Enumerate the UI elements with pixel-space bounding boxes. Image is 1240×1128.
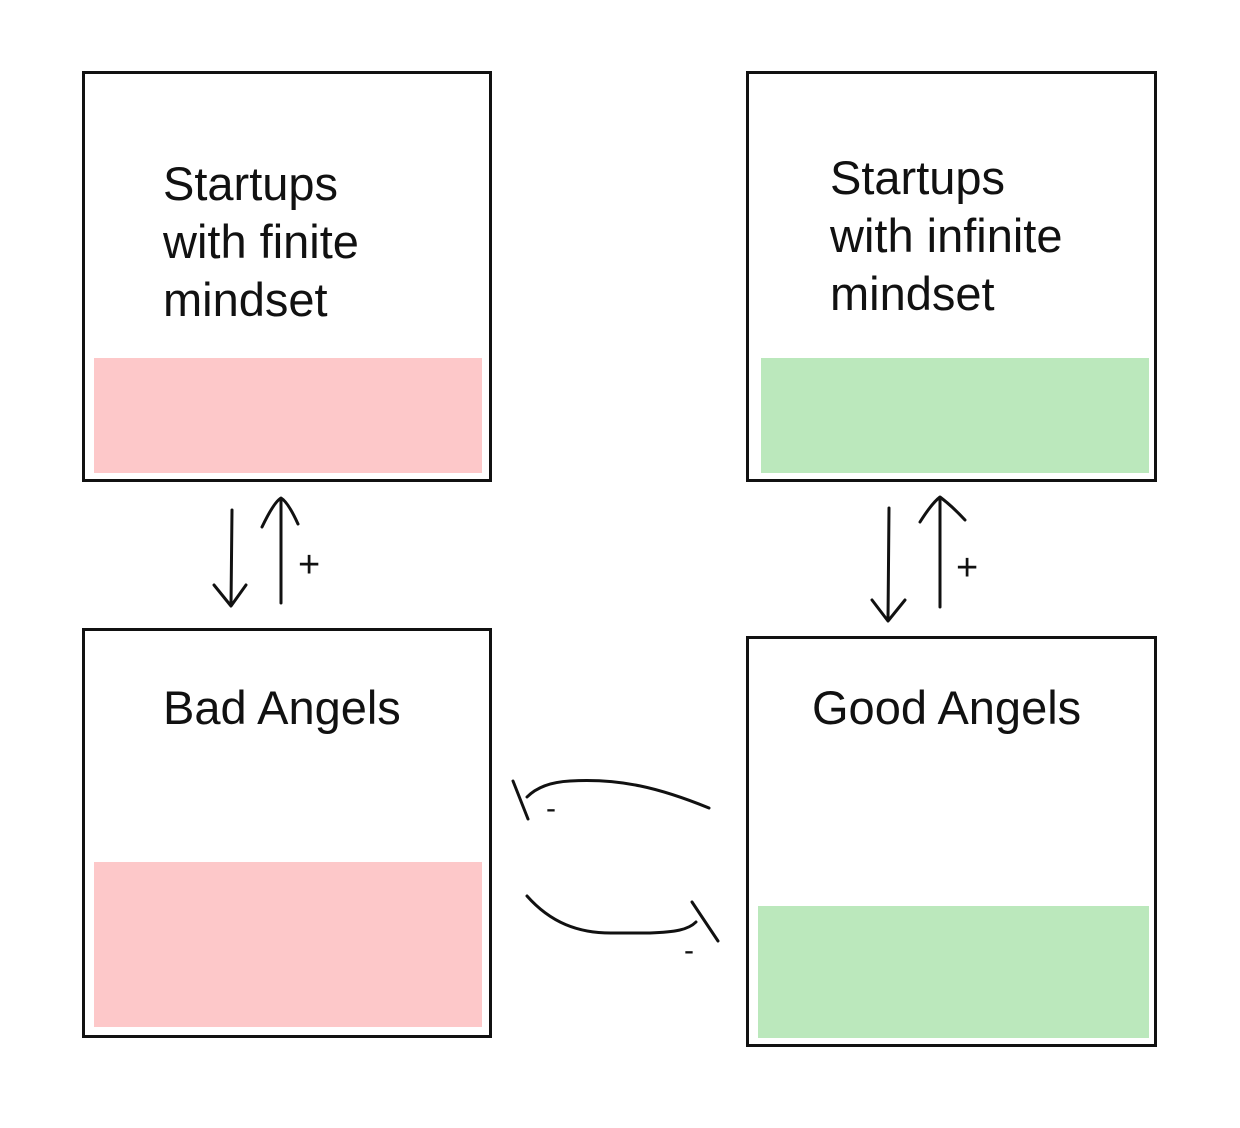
finite-mindset-startups-label: Startups with finite mindset (163, 157, 359, 326)
finite-mindset-startups-box: Startups with finite mindset (82, 71, 492, 482)
bad-angels-label: Bad Angels (163, 681, 401, 734)
bad-to-finite-arrow (260, 496, 300, 605)
infinite-mindset-startups-box: Startups with infinite mindset (746, 71, 1157, 482)
finite-to-bad-arrow (212, 508, 248, 608)
good-to-infinite-arrow (918, 495, 967, 609)
bad-angels-box: Bad Angels (82, 628, 492, 1038)
good-inhibits-bad-minus-sign: - (546, 792, 556, 825)
good-inhibits-bad-connector (511, 779, 711, 821)
good-angels-label: Good Angels (812, 681, 1082, 734)
bad-angels-fill (94, 862, 482, 1027)
infinite-mindset-startups-fill (761, 358, 1149, 473)
infinite-to-good-arrow (870, 506, 907, 623)
good-angels-fill (758, 906, 1149, 1038)
good-angels-box: Good Angels (746, 636, 1157, 1047)
infinite-mindset-startups-label: Startups with infinite mindset (830, 151, 1063, 320)
bad-inhibits-good-minus-sign: - (684, 934, 694, 967)
finite-mindset-startups-fill (94, 358, 482, 473)
infinite-loop-plus-sign: + (956, 547, 978, 589)
bad-inhibits-good-connector (525, 894, 720, 943)
finite-loop-plus-sign: + (298, 544, 320, 586)
